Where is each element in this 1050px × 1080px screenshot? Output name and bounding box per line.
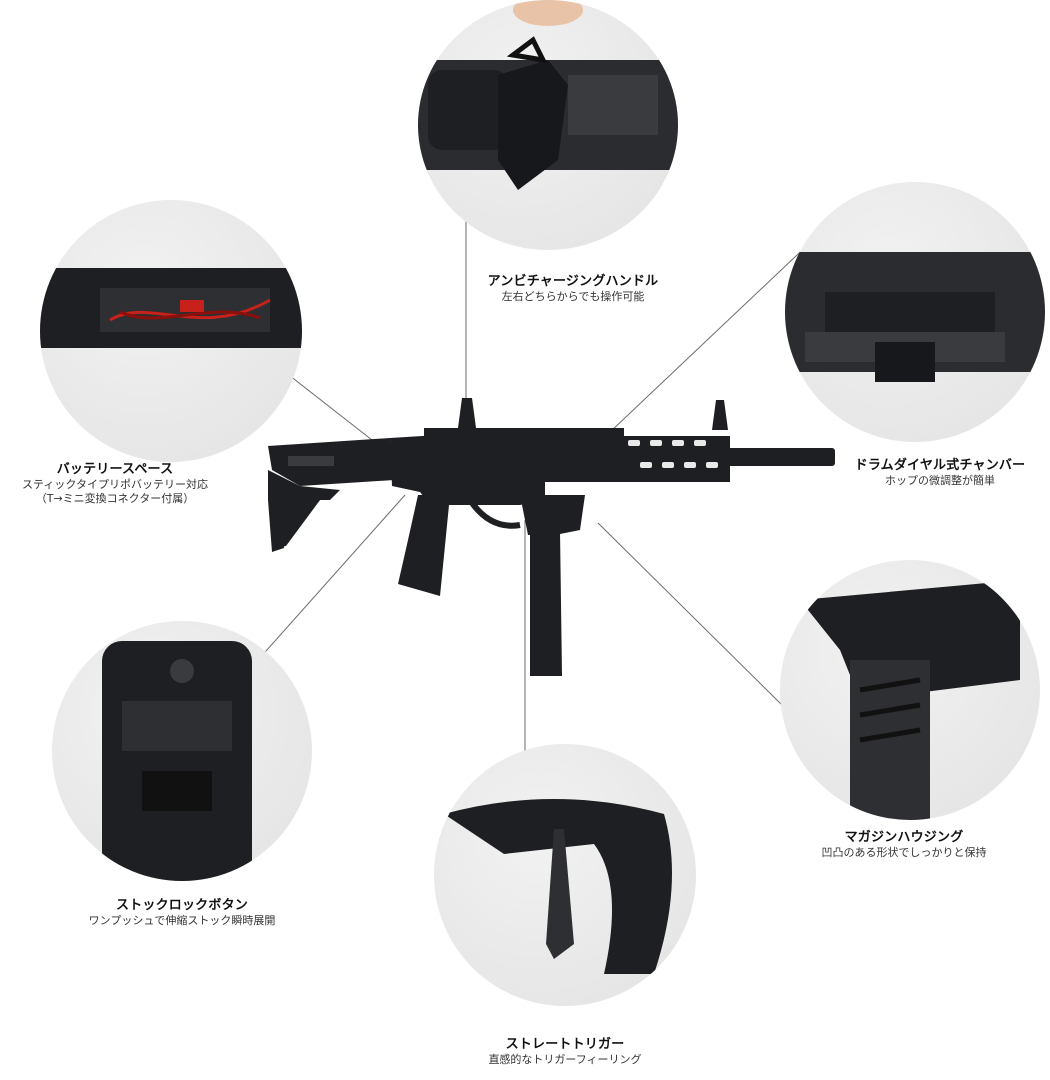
leader-chamber (609, 237, 816, 433)
label-trigger: ストレートトリガー 直感的なトリガーフィーリング (405, 1037, 725, 1067)
hop-chamber-closeup (785, 182, 1045, 442)
feature-title: アンビチャージングハンドル (487, 274, 659, 289)
label-stock-lock: ストックロックボタン ワンプッシュで伸縮ストック瞬時展開 (22, 898, 342, 928)
feature-desc: 直感的なトリガーフィーリング (488, 1053, 642, 1067)
leader-stock-lock (257, 494, 406, 661)
feature-desc: ワンプッシュで伸縮ストック瞬時展開 (88, 914, 276, 928)
feature-title: ストックロックボタン (115, 898, 248, 913)
feature-desc: スティックタイプリポバッテリー対応 (22, 478, 208, 492)
charging-handle-closeup (418, 0, 678, 250)
feature-title: バッテリースペース (56, 462, 174, 477)
label-charging-handle: アンビチャージングハンドル 左右どちらからでも操作可能 (413, 274, 733, 304)
trigger-closeup (434, 744, 696, 1006)
leader-battery (284, 371, 373, 441)
feature-desc: （T→ミニ変換コネクター付属） (35, 492, 195, 505)
feature-desc: 左右どちらからでも操作可能 (501, 290, 645, 304)
label-battery-space: バッテリースペース スティックタイプリポバッテリー対応 （T→ミニ変換コネクター… (0, 462, 275, 506)
battery-compartment-closeup (40, 200, 302, 462)
stock-lock-closeup (52, 621, 312, 881)
feature-title: ストレートトリガー (505, 1037, 625, 1052)
leader-magazine (597, 522, 783, 706)
magazine-housing-closeup (780, 560, 1040, 820)
feature-desc: 凹凸のある形状でしっかりと保持 (821, 846, 987, 860)
feature-title: マガジンハウジング (844, 830, 964, 845)
feature-title: ドラムダイヤル式チャンバー (854, 458, 1026, 473)
feature-desc: ホップの微調整が簡単 (885, 474, 995, 488)
label-magazine-housing: マガジンハウジング 凹凸のある形状でしっかりと保持 (744, 830, 1050, 860)
label-hop-chamber: ドラムダイヤル式チャンバー ホップの微調整が簡単 (780, 458, 1050, 488)
